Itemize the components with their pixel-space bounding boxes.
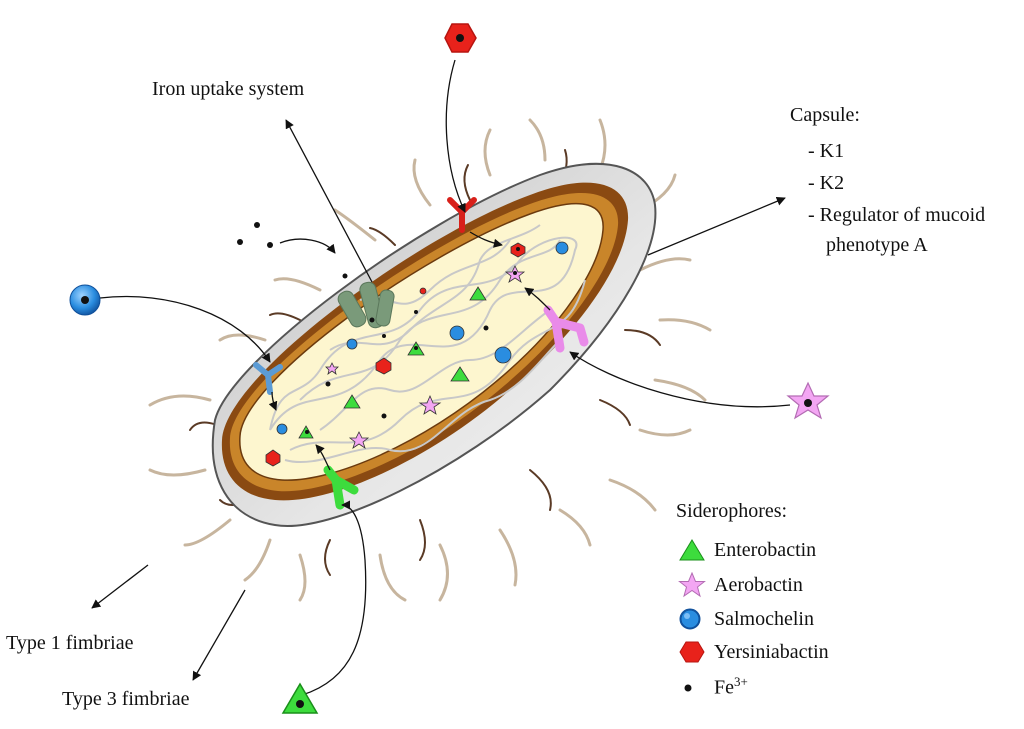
capsule-item-rmpa-cont: phenotype A: [826, 234, 928, 256]
iron-uptake-label: Iron uptake system: [152, 78, 305, 100]
internal-molecules: [265, 241, 569, 467]
star-icon: [678, 572, 706, 598]
legend-label: Yersiniabactin: [714, 640, 829, 663]
iron-symbol: Fe: [714, 676, 734, 699]
legend-item-salmochelin: Salmochelin: [678, 607, 814, 631]
iron-uptake-porin: [337, 281, 395, 329]
legend-item-enterobactin: Enterobactin: [678, 538, 816, 562]
circle-icon: [679, 608, 701, 630]
legend-iron-label: Fe3+: [714, 674, 748, 700]
external-yersiniabactin: [444, 23, 477, 53]
hexagon-icon: [679, 641, 705, 663]
legend-item-aerobactin: Aerobactin: [678, 572, 803, 598]
capsule-title: Capsule:: [790, 104, 860, 126]
dot-icon: [684, 684, 692, 692]
legend-label: Salmochelin: [714, 607, 814, 630]
green-receptor: [323, 465, 359, 510]
capsule-item-k1: - K1: [808, 140, 845, 162]
pink-receptor: [543, 305, 589, 353]
external-enterobactin: [281, 682, 319, 714]
legend-label: Aerobactin: [714, 573, 803, 596]
type3-fimbriae-label: Type 3 fimbriae: [62, 688, 190, 710]
triangle-icon: [679, 539, 705, 561]
internal-iron-dots: [237, 222, 520, 434]
external-aerobactin: [786, 381, 830, 420]
legend-title: Siderophores:: [676, 500, 788, 522]
legend-label: Enterobactin: [714, 538, 817, 561]
legend-item-iron: Fe3+: [678, 674, 748, 700]
external-salmochelin: [69, 284, 101, 316]
capsule-item-rmpa: - Regulator of mucoid: [808, 204, 986, 226]
iron-charge: 3+: [734, 674, 748, 689]
arrows: [91, 59, 791, 696]
blue-receptor: [253, 362, 283, 395]
capsule-item-k2: - K2: [808, 172, 845, 194]
legend-item-yersiniabactin: Yersiniabactin: [678, 640, 829, 664]
fimbriae-group: [148, 118, 712, 602]
type1-fimbriae-label: Type 1 fimbriae: [6, 632, 134, 654]
